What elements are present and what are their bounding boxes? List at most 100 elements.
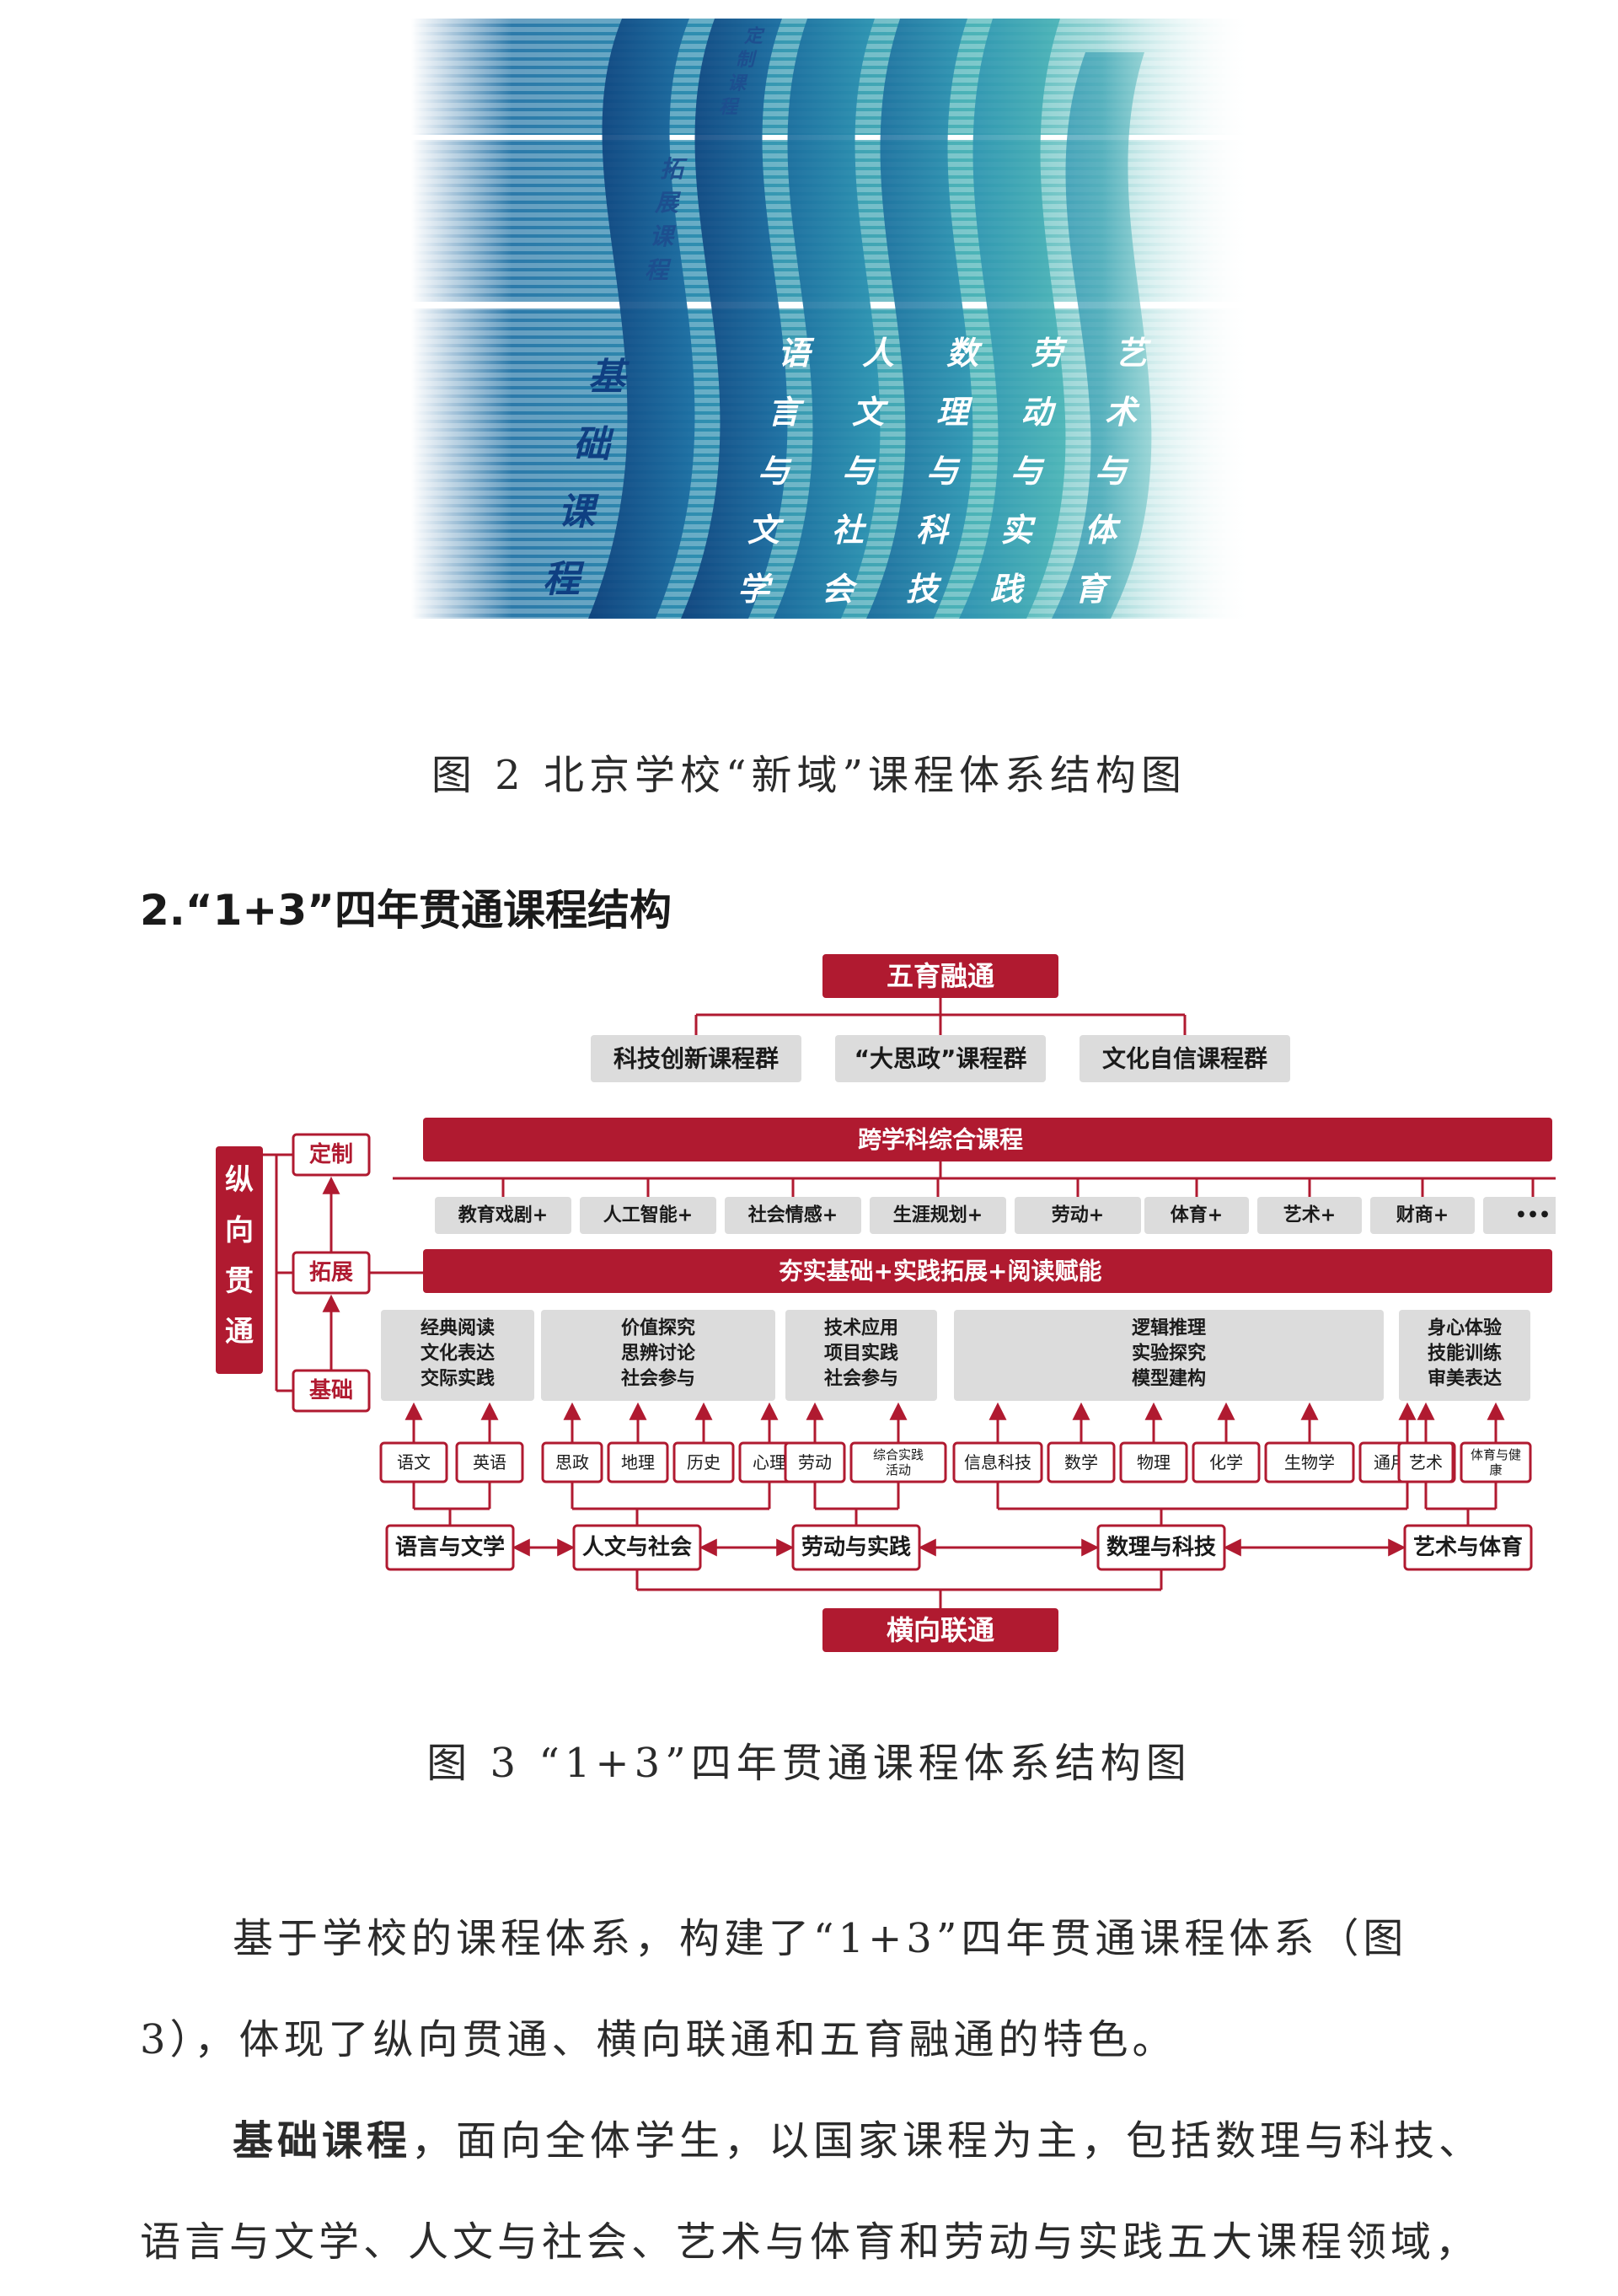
paragraph-1: 基于学校的课程体系，构建了“1+3”四年贯通课程体系（图 3），体现了纵向贯通、…	[140, 1915, 1408, 2063]
domain-char: 语	[778, 334, 815, 372]
subject-box	[1119, 1441, 1188, 1483]
subject-label: 心理	[753, 1452, 786, 1473]
subject-label: 活动	[886, 1462, 911, 1478]
skill-box	[785, 1310, 937, 1401]
skill-box-line: 经典阅读	[421, 1317, 495, 1339]
subject-label: 信息科技	[964, 1452, 1031, 1473]
level-label-extended: 拓展	[309, 1260, 353, 1285]
domain-char: 与	[758, 452, 792, 490]
domain-char: 术	[1105, 393, 1140, 431]
domain-box	[1096, 1524, 1226, 1571]
plus-course-box	[870, 1197, 1006, 1234]
domain-char: 数	[946, 334, 983, 372]
subject-box	[1047, 1441, 1116, 1483]
domain-char: 技	[906, 570, 942, 608]
subject-label: 化学	[1209, 1452, 1243, 1473]
vertical-connection-char: 贯	[225, 1264, 254, 1298]
subject-box	[1192, 1441, 1261, 1483]
domain-char: 文	[852, 393, 889, 431]
paragraph-2: 基础课程，面向全体学生，以国家课程为主，包括数理与科技、语言与文学、人文与社会、…	[140, 2090, 1488, 2293]
foundation-bar	[423, 1249, 1552, 1293]
plus-course-box	[1144, 1197, 1249, 1234]
plus-course-label: 教育戏剧+	[458, 1204, 548, 1226]
skill-box-line: 文化表达	[421, 1343, 495, 1365]
cross-discipline-bar	[423, 1118, 1552, 1161]
skill-box	[381, 1310, 534, 1401]
paragraph-2-lead: 基础课程	[233, 2117, 412, 2165]
bottom-horizontal-box	[822, 1608, 1058, 1652]
plus-course-label: 人工智能+	[603, 1204, 693, 1226]
subject-label: 语文	[397, 1452, 431, 1473]
subject-label: 综合实践	[873, 1447, 924, 1462]
domain-box	[572, 1524, 702, 1571]
subject-label: 数学	[1064, 1452, 1098, 1473]
subject-label: 思政	[555, 1452, 589, 1473]
vertical-connection-bar	[216, 1146, 263, 1374]
subject-label: 历史	[687, 1452, 721, 1473]
skill-box-line: 价值探究	[621, 1317, 695, 1339]
subject-box	[952, 1441, 1043, 1483]
domain-char: 科	[916, 511, 951, 549]
extended-course-char: 程	[645, 256, 672, 284]
skill-box-line: 社会参与	[621, 1368, 695, 1390]
basic-course-char: 基	[588, 356, 630, 399]
level-box-custom	[292, 1133, 371, 1177]
domain-char: 劳	[1031, 334, 1068, 372]
extended-course-char: 展	[654, 189, 682, 217]
subject-box	[1264, 1441, 1355, 1483]
skill-box-line: 思辨讨论	[621, 1343, 696, 1365]
plus-course-box	[1483, 1197, 1556, 1234]
custom-course-char: 程	[719, 96, 740, 118]
plus-course-label: 财商+	[1396, 1204, 1449, 1226]
plus-course-box	[1370, 1197, 1475, 1234]
subject-box	[1397, 1441, 1455, 1483]
domain-char: 践	[990, 570, 1026, 608]
skill-box-line: 技术应用	[824, 1317, 898, 1339]
plus-course-label: 体育+	[1171, 1204, 1223, 1226]
domain-char: 艺	[1115, 334, 1152, 372]
domain-char: 与	[926, 452, 961, 490]
basic-course-char: 程	[543, 558, 585, 601]
plus-course-label: •••	[1515, 1205, 1551, 1226]
skill-box	[954, 1310, 1384, 1401]
skill-box-line: 社会参与	[824, 1368, 898, 1390]
subject-label: 地理	[621, 1452, 655, 1473]
figure-3: 五育融通科技创新课程群“大思政”课程群文化自信课程群纵向贯通定制拓展基础跨学科综…	[216, 952, 1556, 1660]
course-group-label: 科技创新课程群	[613, 1045, 779, 1073]
skill-box	[541, 1310, 775, 1401]
section-heading: 2.“1+3”四年贯通课程结构	[140, 886, 672, 935]
domain-box	[791, 1524, 921, 1571]
plus-course-label: 社会情感+	[748, 1204, 838, 1226]
domain-label: 人文与社会	[582, 1534, 692, 1560]
custom-course-char: 定	[743, 25, 765, 47]
domain-char: 体	[1085, 511, 1122, 549]
domain-char: 与	[1010, 452, 1045, 490]
domain-char: 会	[822, 570, 858, 608]
domain-char: 理	[936, 393, 973, 431]
course-group-box	[591, 1035, 801, 1082]
course-group-box	[1080, 1035, 1290, 1082]
domain-box	[1403, 1524, 1533, 1571]
skill-box-line: 模型建构	[1132, 1368, 1206, 1390]
bottom-horizontal-label: 横向联通	[887, 1614, 994, 1646]
plus-course-label: 艺术+	[1283, 1204, 1336, 1226]
plus-course-box	[435, 1197, 571, 1234]
extended-course-char: 拓	[660, 155, 688, 183]
vertical-connection-char: 通	[225, 1315, 254, 1349]
domain-char: 文	[747, 511, 785, 549]
domain-char: 人	[862, 334, 894, 372]
subject-box	[541, 1441, 603, 1483]
skill-box-line: 逻辑推理	[1132, 1317, 1206, 1339]
custom-course-char: 课	[727, 72, 748, 94]
domain-box	[385, 1524, 515, 1571]
course-group-label: “大思政”课程群	[855, 1045, 1027, 1073]
plus-course-box	[1015, 1197, 1141, 1234]
domain-char: 与	[842, 452, 876, 490]
top-five-education-label: 五育融通	[887, 960, 994, 992]
domain-char: 与	[1095, 452, 1129, 490]
skill-box-line: 技能训练	[1428, 1343, 1502, 1365]
subject-label: 生物学	[1284, 1452, 1335, 1473]
basic-course-char: 课	[558, 491, 599, 534]
subject-box	[379, 1441, 448, 1483]
